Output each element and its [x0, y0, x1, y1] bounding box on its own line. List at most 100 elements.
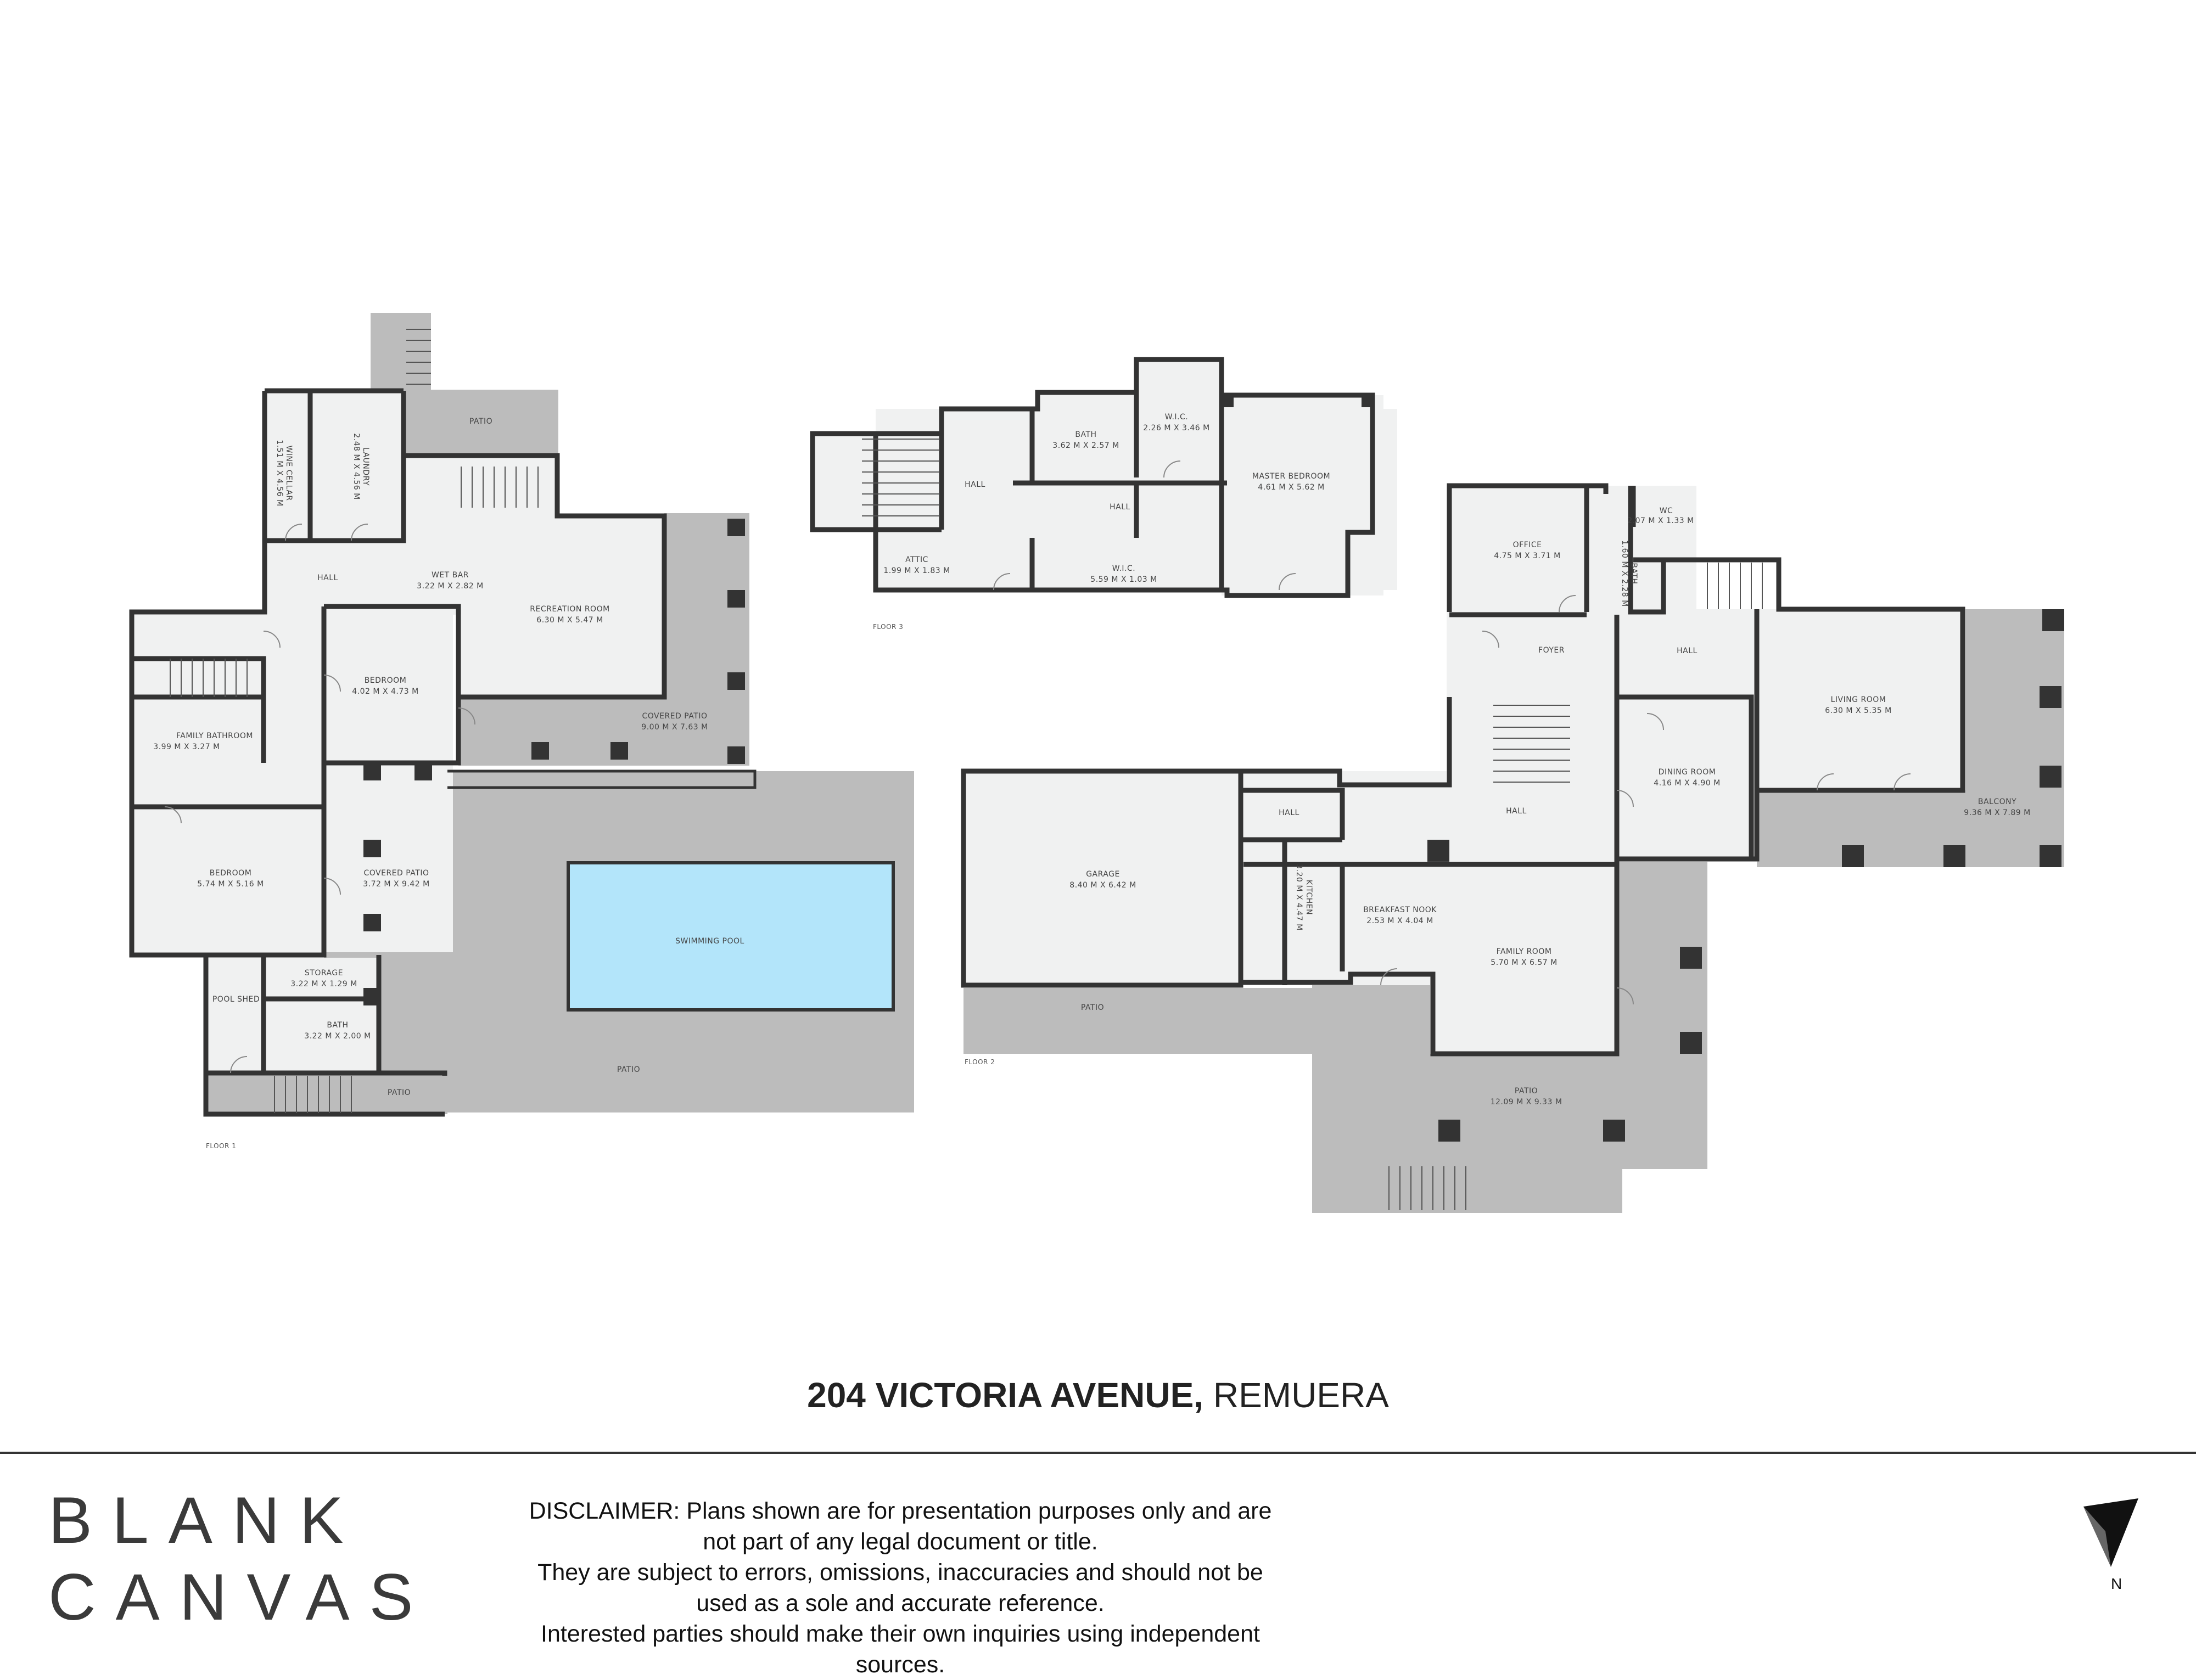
disclaimer-line: DISCLAIMER: Plans shown are for presenta… [529, 1498, 1272, 1555]
room-label: DINING ROOM [1659, 768, 1716, 777]
room-dims: 2.53 M X 4.04 M [1366, 917, 1433, 925]
floor-label: FLOOR 3 [873, 623, 903, 631]
north-label: N [2111, 1575, 2122, 1592]
disclaimer-line: Interested parties should make their own… [541, 1621, 1260, 1678]
room-label: HALL [1279, 808, 1299, 817]
room-label: PATIO [617, 1065, 640, 1074]
floor-3-walls [873, 392, 1227, 590]
room-fill [1430, 856, 1617, 1054]
room-label: KITCHEN [1304, 880, 1313, 915]
room-label: WC [1660, 507, 1673, 515]
room-label: WET BAR [432, 571, 469, 580]
room-dims: 4.16 M X 4.90 M [1654, 779, 1720, 788]
stairs [862, 439, 939, 516]
room-fill [1136, 359, 1222, 480]
floor-2-labels: OFFICE 4.75 M X 3.71 M WC 2.07 M X 1.33 … [965, 507, 2030, 1106]
room-label: BREAKFAST NOOK [1363, 906, 1437, 914]
room-dims: 4.75 M X 3.71 M [1494, 552, 1560, 560]
floor-1-labels: PATIO WINE CELLAR 1.51 M X 4.56 M LAUNDR… [153, 417, 744, 1150]
room-dims: 2.26 M X 3.46 M [1143, 424, 1209, 432]
covered-patio-area [458, 697, 664, 766]
room-dims: 9.36 M X 7.89 M [1964, 808, 2030, 817]
room-dims: 3.99 M X 3.27 M [153, 743, 220, 751]
patio-area [206, 1073, 447, 1114]
room-label: BALCONY [1978, 797, 2016, 806]
room-dims: 1.51 M X 4.56 M [275, 440, 284, 506]
stairs [1707, 563, 1763, 609]
property-address: 204 VICTORIA AVENUE, REMUERA [0, 1375, 2196, 1415]
room-label: HALL [1677, 647, 1698, 655]
patio-area [1312, 1164, 1622, 1213]
room-label: W.I.C. [1112, 564, 1136, 573]
room-label: HALL [1506, 807, 1527, 816]
room-label: ATTIC [905, 555, 928, 564]
patio-area [404, 390, 558, 456]
stairs [1493, 705, 1570, 783]
room-dims: 4.61 M X 5.62 M [1258, 483, 1324, 492]
floor-1-walls [129, 388, 667, 958]
floor-1-walls [203, 955, 447, 1117]
room-fill [813, 434, 878, 530]
floor-2-plan: OFFICE 4.75 M X 3.71 M WC 2.07 M X 1.33 … [961, 483, 2064, 1213]
room-dims: 5.74 M X 5.16 M [197, 880, 264, 889]
room-label: HALL [965, 480, 985, 489]
room-label: GARAGE [1086, 870, 1120, 879]
columns [363, 519, 745, 1005]
stairs [406, 329, 431, 385]
room-label: STORAGE [305, 969, 343, 977]
logo-line-2: CANVAS [48, 1560, 433, 1634]
stairs [274, 1076, 352, 1113]
floor-1-plan: PATIO WINE CELLAR 1.51 M X 4.56 M LAUNDR… [129, 313, 914, 1150]
room-dims: 5.59 M X 1.03 M [1090, 575, 1157, 584]
room-label: FAMILY ROOM [1497, 947, 1552, 956]
room-fill [1757, 609, 1963, 790]
columns [1222, 395, 1374, 407]
room-dims: 6.30 M X 5.47 M [536, 616, 603, 625]
room-dims: 2.07 M X 1.33 M [1627, 516, 1694, 525]
balcony-area [1757, 790, 2064, 867]
room-label: W.I.C. [1165, 413, 1189, 422]
room-dims: 1.60 M X 2.28 M [1620, 540, 1629, 606]
room-dims: 3.22 M X 2.82 M [417, 582, 483, 591]
room-dims: 1.99 M X 1.83 M [883, 566, 950, 575]
room-dims: 8.40 M X 6.42 M [1069, 881, 1136, 890]
room-dims: 12.09 M X 9.33 M [1491, 1098, 1562, 1106]
floor-label: FLOOR 1 [206, 1142, 236, 1150]
disclaimer-text: DISCLAIMER: Plans shown are for presenta… [527, 1496, 1274, 1680]
room-label: LIVING ROOM [1831, 695, 1886, 704]
patio-area [963, 988, 1315, 1054]
stairs [170, 659, 248, 697]
floor-label: FLOOR 2 [965, 1058, 995, 1066]
room-label: PATIO [1081, 1003, 1104, 1012]
room-dims: 3.72 M X 9.42 M [363, 880, 429, 889]
covered-patio-area [664, 513, 749, 766]
address-suburb: REMUERA [1213, 1375, 1389, 1415]
room-dims: 3.22 M X 1.29 M [290, 980, 357, 988]
north-arrow-icon [2083, 1498, 2138, 1567]
room-fill [208, 958, 380, 1073]
room-label: PATIO [388, 1088, 411, 1097]
door-swings [164, 524, 475, 1074]
room-dims: 3.22 M X 2.00 M [304, 1032, 371, 1041]
room-label: BATH [327, 1021, 348, 1030]
room-label: WINE CELLAR [284, 445, 293, 501]
floor-2-walls [961, 486, 1663, 988]
room-label: PATIO [1515, 1087, 1538, 1095]
floor-3-labels: HALL BATH 3.62 M X 2.57 M W.I.C. 2.26 M … [873, 413, 1330, 631]
footer-divider [0, 1452, 2196, 1454]
logo-line-1: BLANK [48, 1484, 363, 1557]
room-label: SWIMMING POOL [675, 937, 744, 946]
room-label: BATH [1629, 563, 1638, 584]
room-label: BEDROOM [365, 676, 407, 685]
brand-logo: BLANK CANVAS [48, 1482, 433, 1636]
room-dims: 9.00 M X 7.63 M [641, 723, 708, 732]
stairs [461, 467, 539, 508]
stairs [1388, 1166, 1466, 1210]
floor-2-walls [1449, 609, 1760, 790]
room-label: COVERED PATIO [363, 869, 429, 878]
columns [1427, 609, 2064, 1142]
room-label: HALL [317, 574, 338, 582]
room-label: RECREATION ROOM [530, 605, 609, 614]
room-fill [132, 612, 453, 952]
